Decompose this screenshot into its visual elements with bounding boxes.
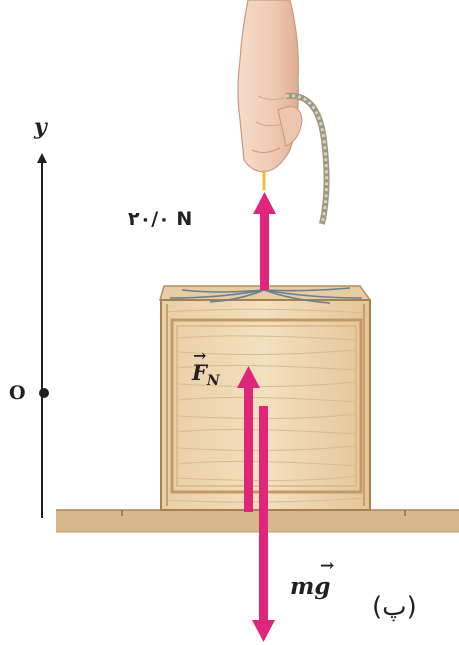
tension-force-label: ۲۰/۰ N (128, 208, 193, 230)
hand-with-spring-scale (237, 0, 330, 225)
floor (56, 509, 459, 533)
normal-force-arrow (237, 366, 260, 512)
vector-arrow-icon: → (320, 556, 335, 576)
origin-dot (39, 388, 49, 398)
tension-force-arrow (253, 192, 276, 290)
wooden-crate (159, 285, 372, 511)
origin-label: O (9, 382, 26, 404)
weight-force-arrow (252, 406, 275, 642)
weight-force-symbol: mg (290, 573, 331, 600)
y-axis-label: y (34, 114, 47, 140)
normal-force-symbol: F (192, 360, 207, 385)
weight-force-label: →mg (290, 556, 334, 600)
panel-label: (پ) (372, 592, 417, 622)
vector-arrow-icon: → (193, 346, 207, 365)
normal-force-subscript: N (206, 373, 220, 389)
normal-force-label: →FN (192, 346, 220, 389)
rope (169, 287, 363, 304)
